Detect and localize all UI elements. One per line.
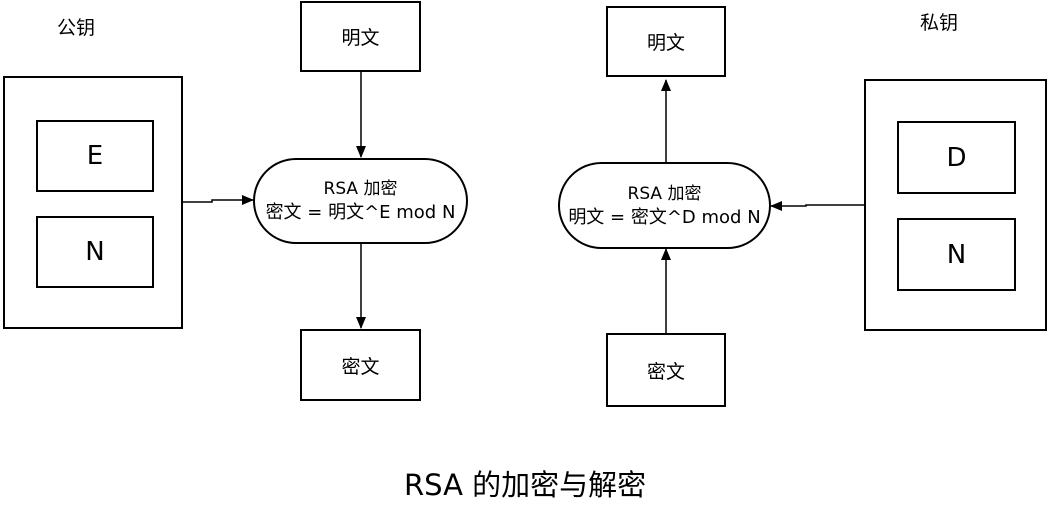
encrypt-output-ciphertext-box: 密文 <box>300 329 421 401</box>
encrypt-output-ciphertext-label: 密文 <box>341 355 380 378</box>
private-key-field-d: D <box>897 121 1016 194</box>
encrypt-input-plaintext-label: 明文 <box>341 27 380 49</box>
public-key-field-e: E <box>36 120 154 192</box>
public-key-field-n: N <box>36 216 154 288</box>
private-key-title: 私钥 <box>920 12 959 34</box>
public-key-container: E N <box>3 76 183 329</box>
public-key-field-n-label: N <box>85 237 105 267</box>
arrow-privatekey-to-decrypt <box>770 201 864 211</box>
decrypt-output-plaintext-label: 明文 <box>646 32 685 54</box>
public-key-title: 公钥 <box>57 17 96 39</box>
encrypt-process-title: RSA 加密 <box>323 179 398 199</box>
diagram-caption: RSA 的加密与解密 <box>404 468 647 502</box>
decrypt-process-node: RSA 加密 明文 = 密文^D mod N <box>558 162 771 249</box>
encrypt-process-formula: 密文 = 明文^E mod N <box>265 202 456 223</box>
private-key-container: D N <box>864 79 1047 331</box>
encrypt-input-plaintext-box: 明文 <box>300 1 421 72</box>
arrow-publickey-to-encrypt <box>183 195 254 205</box>
public-key-field-e-label: E <box>86 141 104 171</box>
decrypt-process-title: RSA 加密 <box>627 183 702 204</box>
private-key-field-d-label: D <box>946 142 967 173</box>
decrypt-process-formula: 明文 = 密文^D mod N <box>568 206 761 228</box>
encrypt-process-node: RSA 加密 密文 = 明文^E mod N <box>253 158 468 244</box>
decrypt-input-ciphertext-box: 密文 <box>606 333 726 407</box>
decrypt-input-ciphertext-label: 密文 <box>646 360 685 383</box>
decrypt-output-plaintext-box: 明文 <box>606 6 726 77</box>
private-key-field-n: N <box>897 218 1016 291</box>
private-key-field-n-label: N <box>946 239 967 270</box>
